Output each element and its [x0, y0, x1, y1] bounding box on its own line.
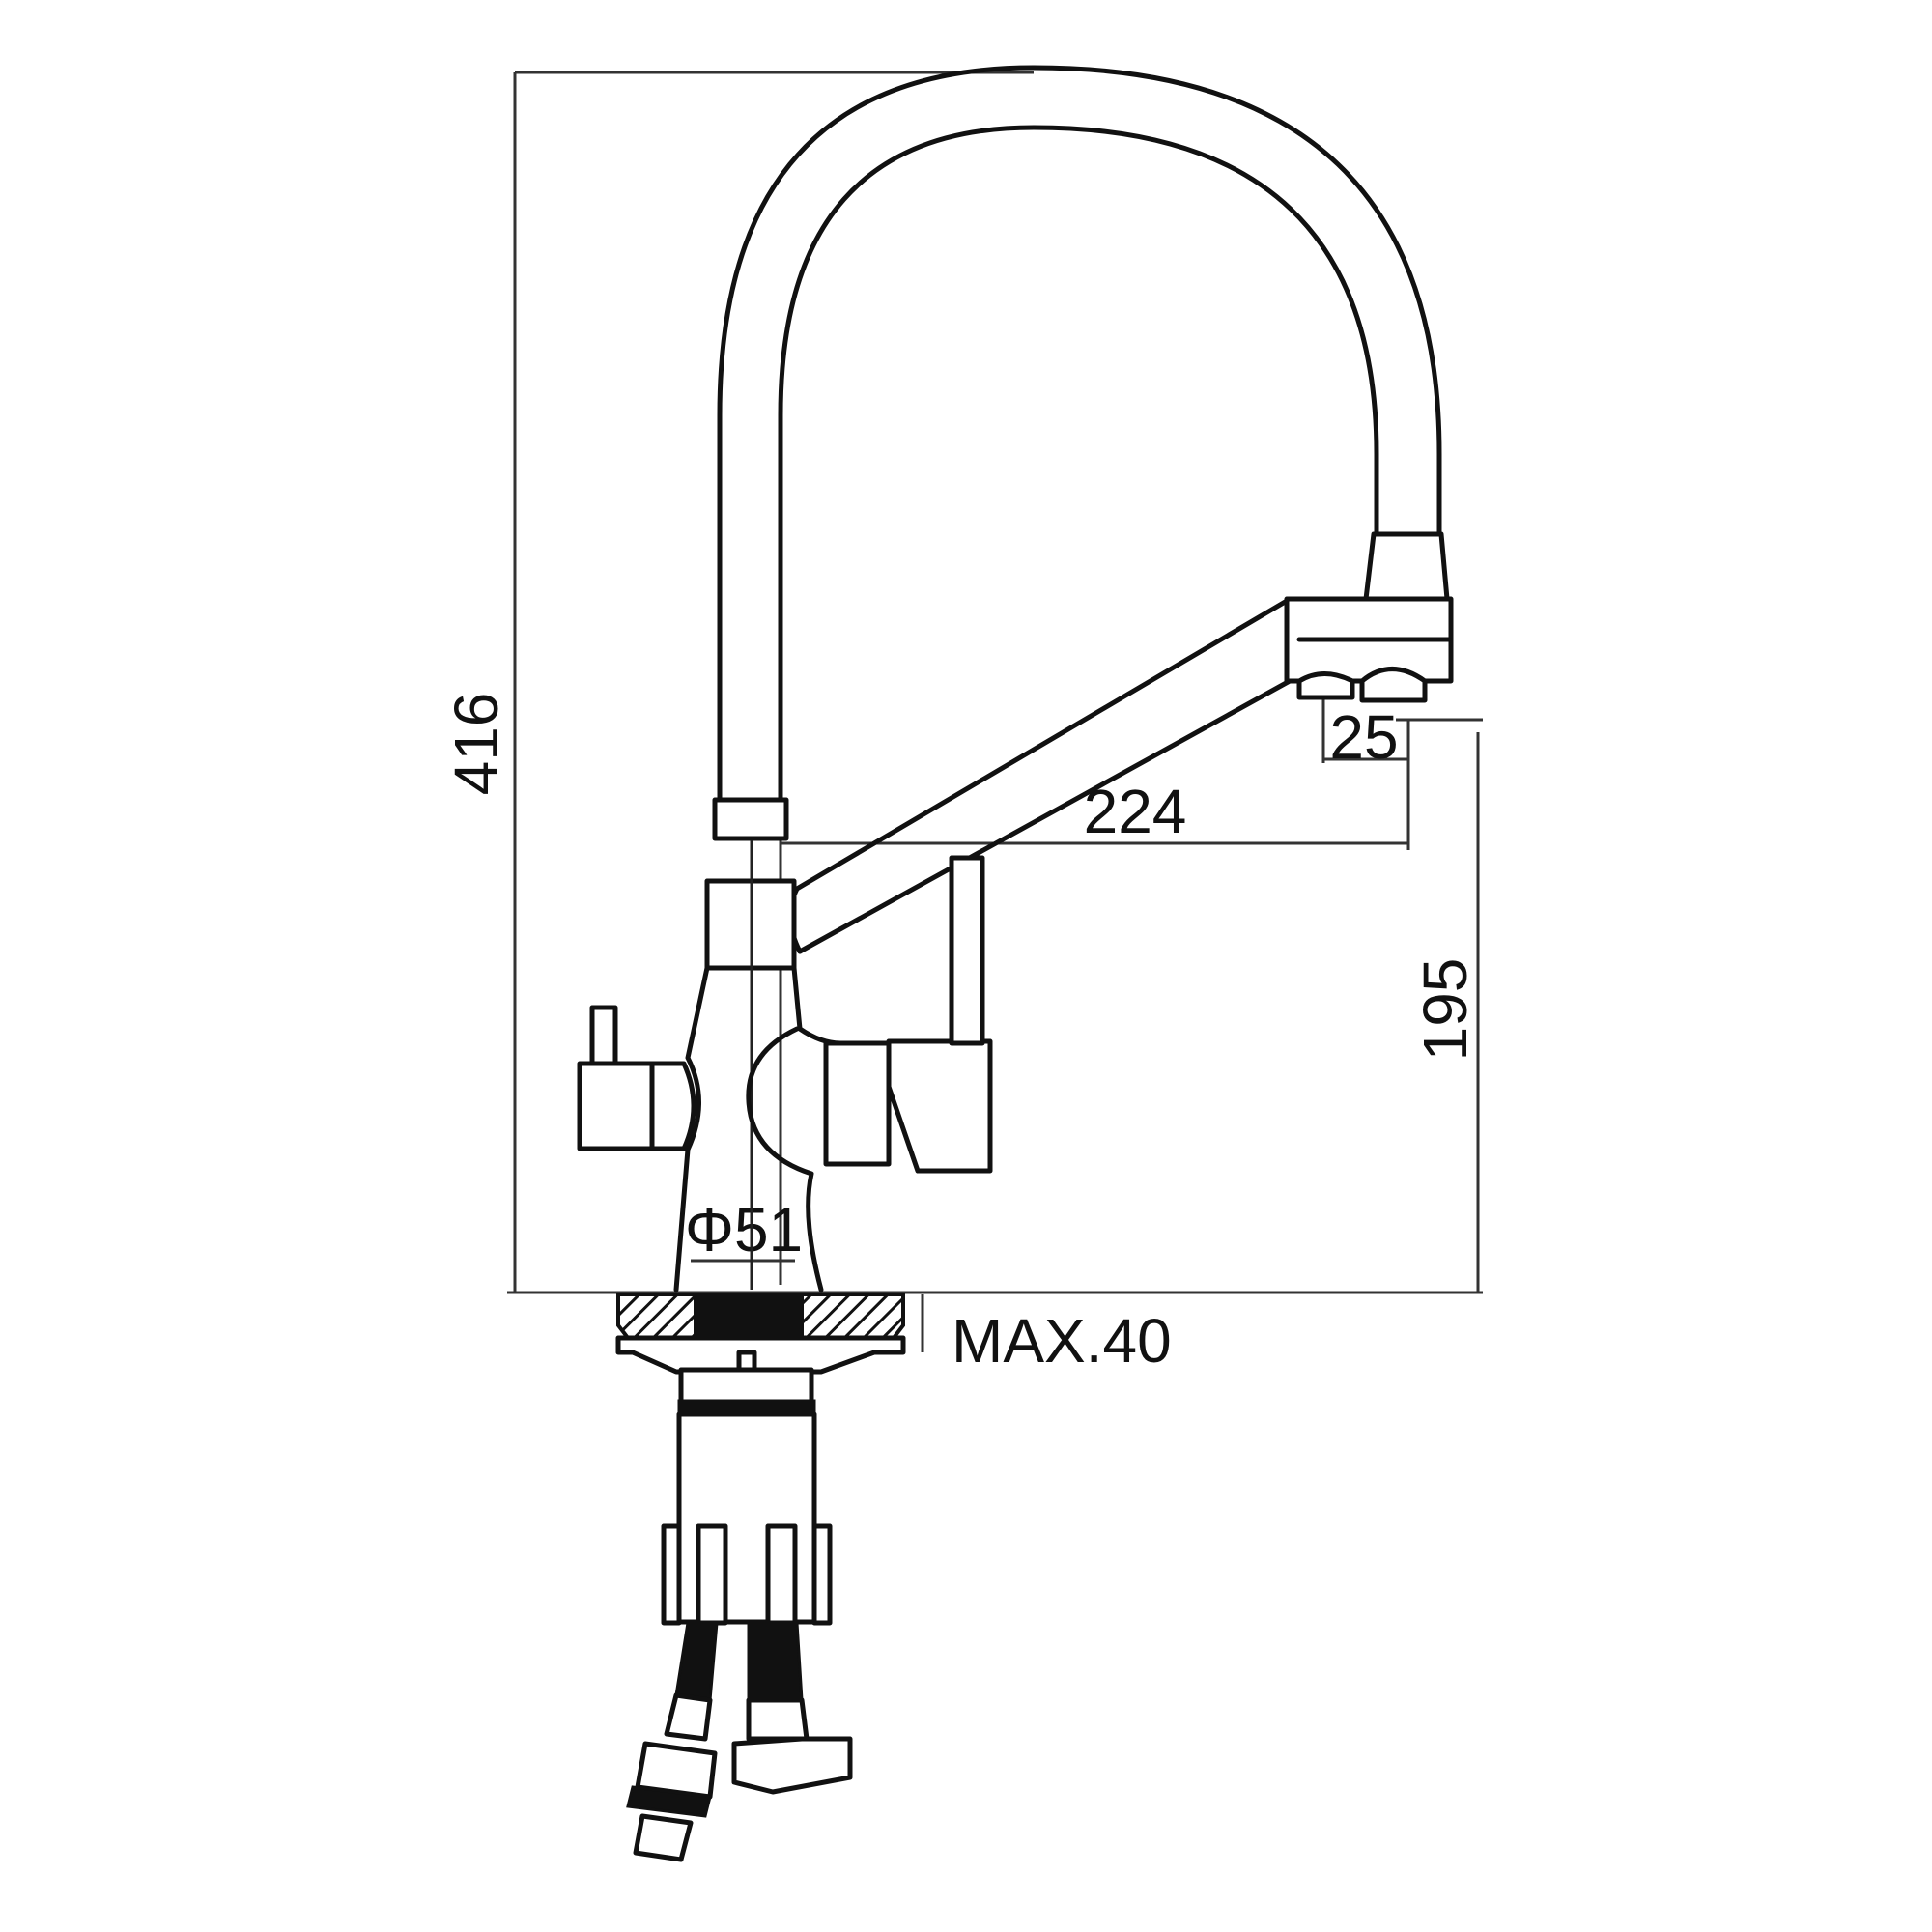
shank-fin: [765, 1523, 798, 1626]
label-aerator-offset: 25: [1329, 702, 1398, 772]
dimension-spout-height: 195: [1396, 718, 1483, 1293]
shank-fin: [811, 1523, 833, 1626]
aerator-left: [1296, 671, 1355, 700]
main-lever-handle: [949, 855, 985, 1046]
label-spout-height: 195: [1410, 958, 1480, 1062]
hose-right: [747, 1621, 804, 1702]
dimension-max-thickness: MAX.40: [921, 1294, 1172, 1376]
spray-head-connector: [1363, 531, 1450, 602]
main-lever-housing: [823, 1040, 892, 1167]
label-max-thickness: MAX.40: [952, 1306, 1172, 1376]
aerator-right: [1359, 667, 1428, 703]
gooseneck-spout: [712, 65, 1454, 841]
label-base-diameter: Φ51: [685, 1195, 803, 1264]
dimension-spout-reach: 224: [779, 720, 1410, 1285]
countertop-section: [615, 1293, 906, 1626]
hose-right-nut: [731, 1736, 853, 1795]
dimension-aerator-offset: 25: [1321, 696, 1408, 772]
main-lever-base: [886, 1038, 993, 1174]
label-spout-reach: 224: [1084, 777, 1187, 846]
mounting-hole: [694, 1293, 804, 1340]
filter-lever-housing: [577, 1061, 655, 1151]
shank-fin: [696, 1523, 728, 1626]
countertop-hatch-left: [616, 1293, 697, 1340]
countertop-hatch-right: [800, 1293, 905, 1340]
label-total-height: 416: [441, 693, 511, 796]
hose-left-fitting: [633, 1813, 694, 1862]
filter-water-arm: [787, 598, 1293, 954]
filter-lever-handle: [589, 1005, 618, 1066]
faucet-body: [577, 840, 993, 1293]
hose-left: [674, 1621, 719, 1702]
shank-fin: [661, 1523, 682, 1626]
mounting-stud: [678, 1367, 814, 1406]
spout-collar: [712, 797, 789, 841]
mounting-washer: [615, 1335, 906, 1375]
supply-hoses: [626, 1621, 853, 1862]
dimension-base-diameter: Φ51: [685, 1195, 803, 1264]
